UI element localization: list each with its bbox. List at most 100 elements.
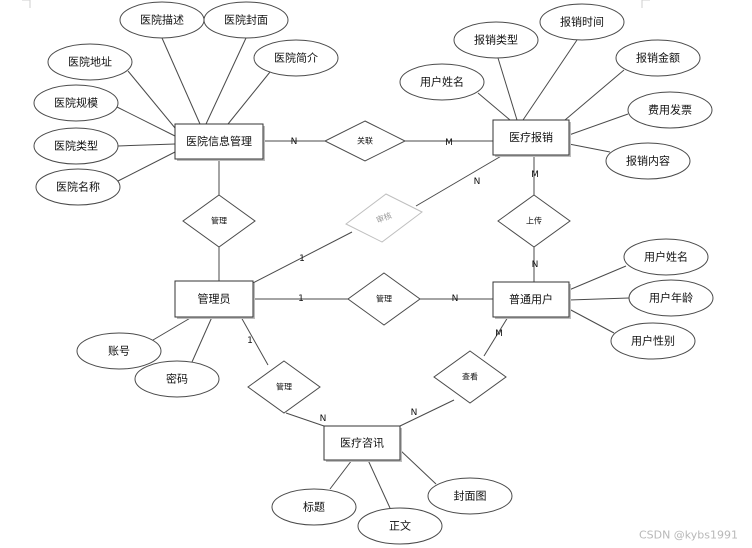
connector-line	[367, 459, 391, 509]
attribute-label-account: 账号	[108, 345, 130, 358]
connector-line	[568, 113, 629, 136]
attribute-ellipse-reimb-amount	[615, 39, 701, 77]
connector-line	[240, 316, 269, 366]
attribute-ellipse-hospital-type	[33, 127, 119, 165]
attribute-label-hospital-scale: 医院规模	[54, 96, 98, 110]
entity-label-administrator: 管理员	[198, 292, 231, 306]
cardinality-upload-reimb-side: M	[531, 170, 539, 180]
connector-line	[205, 37, 247, 125]
attribute-ellipse-hospital-cover	[203, 1, 289, 39]
entity-label-medical-consultation: 医疗咨讯	[340, 436, 384, 450]
diagram-shapes: 医院信息管理医疗报销管理员普通用户医疗咨讯医院描述医院封面医院简介医院地址医院规…	[33, 1, 714, 545]
attribute-ellipse-expense-invoice	[627, 91, 713, 129]
attribute-label-hospital-name: 医院名称	[56, 180, 100, 194]
attribute-label-user-age: 用户年龄	[649, 291, 693, 305]
cardinality-review-reimb-side: N	[474, 177, 481, 187]
cardinality-manage-consult-admin-side: 1	[247, 336, 253, 346]
watermark: CSDN @kybs1991	[639, 529, 738, 542]
relationship-diamond-view	[433, 350, 507, 404]
connector-line	[227, 71, 271, 125]
attribute-label-expense-invoice: 费用发票	[648, 103, 692, 117]
relationship-label-associate: 关联	[357, 136, 373, 146]
attribute-ellipse-reimb-content	[605, 142, 691, 180]
connector-line	[117, 151, 176, 182]
relationship-label-manage-hospital: 管理	[211, 216, 227, 226]
connector-line	[117, 143, 176, 147]
cardinality-manage-user-admin-side: 1	[298, 294, 304, 304]
connector-line	[497, 57, 518, 121]
attribute-ellipse-consult-title	[271, 488, 357, 526]
attribute-ellipse-consult-body	[357, 507, 443, 545]
connector-line	[399, 399, 455, 427]
cardinality-upload-user-side: N	[532, 260, 539, 270]
attribute-label-reimb-content: 报销内容	[626, 154, 670, 168]
attribute-label-hospital-description: 医院描述	[140, 13, 184, 27]
relationship-diamond-manage-hospital	[182, 194, 256, 248]
relationship-label-manage-consult: 管理	[276, 382, 292, 392]
attribute-label-hospital-cover: 医院封面	[224, 13, 268, 27]
connector-line	[329, 459, 353, 490]
connector-line	[522, 39, 578, 121]
attribute-ellipse-reimb-time	[539, 3, 625, 41]
cardinality-assoc-reimb-side: M	[445, 138, 453, 148]
cardinality-view-user-side: M	[495, 329, 503, 339]
connector-line	[477, 92, 511, 121]
attribute-label-hospital-intro: 医院简介	[274, 51, 318, 65]
connector-line	[568, 143, 611, 153]
entity-box-medical-consultation	[323, 425, 401, 461]
cardinality-manage-consult-consult-side: N	[320, 414, 327, 424]
attribute-ellipse-hospital-name	[35, 168, 121, 206]
entity-box-regular-user	[492, 281, 570, 318]
relationship-label-upload: 上传	[526, 216, 542, 226]
connector-line	[161, 37, 201, 125]
relationship-diamond-associate	[323, 120, 407, 162]
attribute-ellipse-user-name	[623, 238, 709, 276]
attribute-ellipse-hospital-scale	[33, 84, 119, 122]
entity-box-administrator	[174, 280, 254, 318]
attribute-label-user-name: 用户姓名	[644, 250, 688, 264]
attribute-label-hospital-address: 医院地址	[68, 55, 112, 69]
attribute-ellipse-user-age	[628, 279, 714, 317]
connector-line	[568, 297, 630, 301]
connector-line	[191, 316, 213, 363]
connector-line	[483, 316, 509, 357]
connector-line	[399, 449, 437, 485]
attribute-label-hospital-type: 医院类型	[54, 139, 98, 153]
attribute-ellipse-reimb-user-name	[399, 63, 485, 101]
cardinality-manage-user-user-side: N	[452, 294, 459, 304]
attribute-label-user-gender: 用户性别	[631, 334, 675, 348]
attribute-ellipse-hospital-address	[47, 43, 133, 81]
attribute-ellipse-password	[134, 360, 220, 398]
relationship-label-view: 查看	[462, 372, 478, 382]
relationship-label-manage-user: 管理	[376, 294, 392, 304]
connector-line	[564, 69, 625, 121]
relationship-diamond-manage-user	[347, 272, 421, 326]
attribute-label-reimb-user-name: 用户姓名	[420, 75, 464, 89]
entity-label-hospital-info-mgmt: 医院信息管理	[186, 134, 252, 148]
attribute-ellipse-user-gender	[610, 322, 696, 360]
connector-line	[252, 231, 353, 284]
attribute-ellipse-hospital-intro	[253, 39, 339, 77]
entity-label-medical-reimbursement: 医疗报销	[509, 130, 553, 144]
connector-line	[568, 265, 627, 291]
attribute-label-consult-cover: 封面图	[454, 489, 487, 503]
connector-line	[152, 316, 193, 341]
attribute-label-password: 密码	[166, 372, 188, 386]
relationship-diamond-review	[345, 193, 423, 243]
cardinality-review-admin-side: 1	[299, 254, 305, 264]
attribute-label-reimb-time: 报销时间	[560, 15, 604, 29]
connector-line	[285, 412, 325, 427]
entity-box-hospital-info-mgmt	[174, 123, 264, 160]
connector-line	[568, 308, 615, 334]
cardinality-view-consult-side: N	[411, 408, 418, 418]
relationship-diamond-upload	[497, 194, 571, 248]
attribute-label-consult-body: 正文	[389, 519, 411, 533]
attribute-ellipse-reimb-type	[453, 21, 539, 59]
attribute-label-consult-title: 标题	[303, 500, 325, 514]
attribute-label-reimb-type: 报销类型	[474, 33, 518, 47]
connector-line	[415, 154, 504, 207]
attribute-label-reimb-amount: 报销金额	[636, 51, 680, 65]
entity-box-medical-reimbursement	[492, 119, 570, 156]
